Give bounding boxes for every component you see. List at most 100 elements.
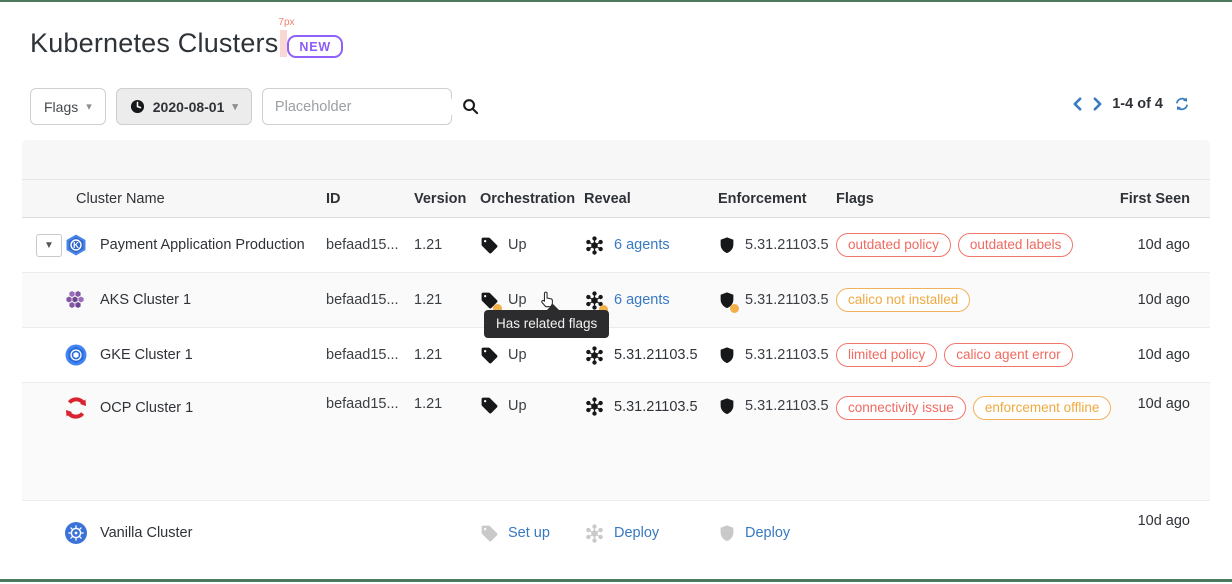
tag-icon-disabled [480,524,499,543]
pagination: 1-4 of 4 [1072,96,1190,112]
column-header-reveal: Reveal [584,191,718,207]
aks-icon [64,288,88,312]
agents-link[interactable]: 6 agents [614,292,670,308]
flags-filter-dropdown[interactable]: Flags ▾ [30,88,106,125]
agents-network-icon [584,345,605,366]
clock-icon [130,99,145,114]
openshift-icon [64,396,88,420]
page-title: Kubernetes Clusters [30,28,278,59]
table-header-row: Cluster Name ID Version Orchestration Re… [22,180,1210,218]
enforcement-cell: Deploy [718,523,836,543]
reveal-version: 5.31.21103.5 [614,399,698,415]
cluster-version: 1.21 [414,237,480,253]
first-seen-cell: 10d ago [1114,501,1210,529]
cluster-version: 1.21 [414,292,480,308]
table-row[interactable]: ▼ K Payment Application Production befaa… [22,218,1210,273]
column-header-id: ID [326,191,414,207]
flag-pill[interactable]: limited policy [836,343,937,367]
column-header-orchestration: Orchestration [480,191,584,207]
column-header-flags: Flags [836,191,1114,207]
chevron-down-icon: ▾ [86,100,92,113]
flag-pill[interactable]: calico not installed [836,288,970,312]
mouse-cursor-icon [538,290,555,308]
clusters-table: Cluster Name ID Version Orchestration Re… [22,140,1210,565]
column-header-cluster-name: Cluster Name [64,191,326,207]
orchestration-status: Up [508,292,527,308]
orchestration-cell: Set up [480,524,584,543]
first-seen-cell: 10d ago [1114,347,1210,363]
cluster-version: 1.21 [414,347,480,363]
enforcement-version: 5.31.21103.5 [745,237,829,253]
table-row[interactable]: OCP Cluster 1 befaad15... 1.21 Up 5.31.2… [22,383,1210,501]
svg-text:K: K [73,241,79,250]
orchestration-status: Up [508,237,527,253]
column-header-first-seen: First Seen [1114,191,1210,207]
cluster-name-label: GKE Cluster 1 [100,347,193,363]
cluster-id: befaad15... [326,237,414,253]
shield-icon-disabled [718,523,736,543]
page-header: Kubernetes Clusters 7px NEW [30,28,343,59]
cluster-id: befaad15... [326,347,414,363]
bottom-edge-bar [0,579,1232,582]
cluster-name-cell: GKE Cluster 1 [64,343,326,367]
cluster-name-cell: AKS Cluster 1 [64,288,326,312]
refresh-icon[interactable] [1174,96,1190,112]
tooltip: Has related flags [484,310,609,338]
toolbar: Flags ▾ 2020-08-01 ▾ [30,88,452,125]
enforcement-cell: 5.31.21103.5 [718,235,836,255]
enforcement-version: 5.31.21103.5 [745,398,829,414]
flag-pill[interactable]: outdated labels [958,233,1074,257]
agents-link[interactable]: 6 agents [614,237,670,253]
table-row[interactable]: Vanilla Cluster Set up Deploy Deploy 10d… [22,501,1210,565]
table-row[interactable]: AKS Cluster 1 befaad15... 1.21 Up 6 agen… [22,273,1210,328]
orchestration-status: Up [508,347,527,363]
enforcement-cell: 5.31.21103.5 [718,345,836,365]
cluster-name-cell: K Payment Application Production [64,233,326,257]
flag-pill[interactable]: enforcement offline [973,396,1112,420]
reveal-version: 5.31.21103.5 [614,347,698,363]
table-row[interactable]: GKE Cluster 1 befaad15... 1.21 Up 5.31.2… [22,328,1210,383]
cluster-name-label: Payment Application Production [100,237,305,253]
orchestration-cell: Up [480,236,584,255]
flag-pill[interactable]: calico agent error [944,343,1072,367]
orchestration-cell: Up [480,346,584,365]
expand-row-button[interactable]: ▼ [36,234,62,257]
page-prev-icon[interactable] [1072,97,1083,111]
date-filter-dropdown[interactable]: 2020-08-01 ▾ [116,88,252,125]
top-edge-bar [0,0,1232,2]
search-icon[interactable] [462,98,479,115]
first-seen-cell: 10d ago [1114,237,1210,253]
enforcement-cell: 5.31.21103.5 [718,290,836,310]
column-header-enforcement: Enforcement [718,191,836,207]
orchestration-cell: Up [480,396,584,415]
tag-icon [480,236,499,255]
flags-cell: calico not installed [836,288,1114,312]
agents-network-icon [584,235,605,256]
table-top-strip [22,140,1210,180]
set-up-link[interactable]: Set up [508,525,550,541]
search-box[interactable] [262,88,452,125]
tag-icon[interactable] [480,291,499,310]
cluster-id: befaad15... [326,292,414,308]
first-seen-cell: 10d ago [1114,396,1210,412]
deploy-enforcement-link[interactable]: Deploy [745,525,790,541]
agents-network-icon [584,396,605,417]
shield-icon [718,345,736,365]
flags-filter-label: Flags [44,99,78,115]
flag-pill[interactable]: outdated policy [836,233,951,257]
spacing-annotation-label: 7px [278,17,294,28]
expand-cell: ▼ [22,234,64,257]
kubernetes-engine-icon: K [64,233,88,257]
column-header-version: Version [414,191,480,207]
cluster-name-label: AKS Cluster 1 [100,292,191,308]
cluster-name-label: OCP Cluster 1 [100,400,193,416]
search-input[interactable] [275,99,462,115]
reveal-cell: Deploy [584,523,718,544]
deploy-agents-link[interactable]: Deploy [614,525,659,541]
new-badge: NEW [287,35,343,58]
agents-network-icon-disabled [584,523,605,544]
tag-icon [480,346,499,365]
reveal-cell: 5.31.21103.5 [584,396,718,417]
flag-pill[interactable]: connectivity issue [836,396,966,420]
page-next-icon[interactable] [1092,97,1103,111]
